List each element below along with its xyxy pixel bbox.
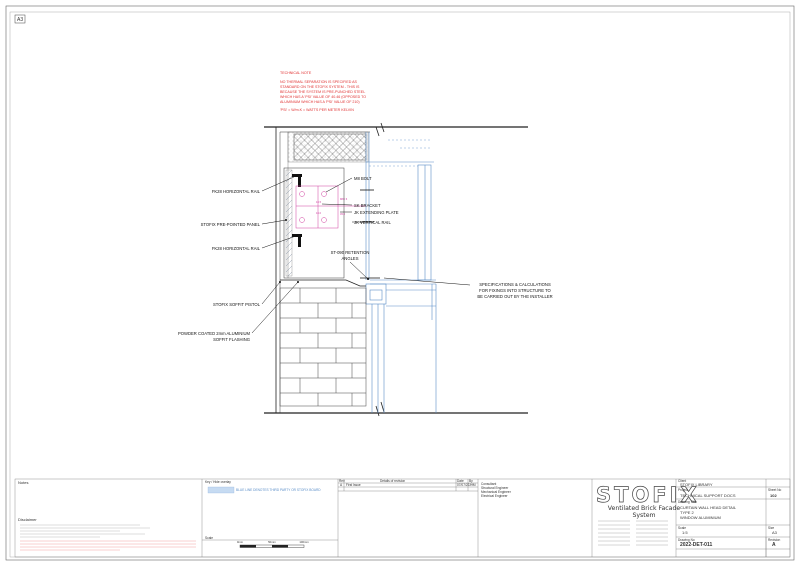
insulation <box>293 133 367 161</box>
sheet-no-label: Sheet No <box>768 488 782 492</box>
brand-tagline: Ventilated Brick Facade System <box>607 505 681 519</box>
scale-bar <box>239 544 305 548</box>
size-label: Size <box>768 526 775 530</box>
scale-value-label: Scale <box>678 526 686 530</box>
callout-rail-top: FK28 HORIZONTAL RAIL <box>212 189 261 194</box>
callout-retention: ANGLES <box>342 256 359 261</box>
revision-row-by: JHM <box>469 483 476 487</box>
revision-row-rev: A <box>340 483 343 487</box>
brickwork <box>279 287 367 407</box>
callout-spec-note: FOR FIXINGS INTO STRUCTURE TO <box>479 288 551 293</box>
technical-note-footer: 'PSI' = W/m.K = WATTS PER METER KELVIN <box>280 108 354 112</box>
client-value: STOFIX LIBRARY <box>680 482 713 487</box>
stofix-logo: STOFIX <box>596 483 700 508</box>
sheet-border <box>5 5 795 561</box>
revision-col-details: Details of revision <box>380 479 406 483</box>
drawing-title-line: TYPE 2 <box>680 510 694 515</box>
svg-text:M8 / 6: M8 / 6 <box>340 197 348 201</box>
technical-note-line: BECAUSE THE SYSTEM IS PRE-PUNCHED STEEL <box>280 90 365 94</box>
scale-bar-label: 50mm <box>268 540 276 544</box>
drawing-frame <box>9 11 791 558</box>
callout-jk-plate: JK EXTENDING PLATE <box>354 210 399 215</box>
scale-bar-label: 100mm <box>299 540 309 544</box>
key-swatch <box>207 486 235 494</box>
sheet-no-value: 102 <box>770 493 777 498</box>
leader-arrows <box>279 175 369 283</box>
revision-col-date: Date <box>457 479 464 483</box>
corner-label: A3 <box>17 17 23 23</box>
revision-row-date: 07/07/22 <box>457 483 470 487</box>
project-value: TECHNICAL SUPPORT DOCS <box>680 493 736 498</box>
notes-lines <box>20 524 150 538</box>
drawing-no-label: Drawing No <box>678 538 695 542</box>
size-value: A3 <box>772 530 777 535</box>
callout-soffit-pistol: STOFIX SOFFIT PISTOL <box>213 302 261 307</box>
scale-bar-labels: 0mm 50mm 100mm <box>237 540 309 544</box>
svg-text:16.5: 16.5 <box>316 200 322 204</box>
callouts: FK28 HORIZONTAL RAIL STOFIX PRE-POINTED … <box>178 176 553 342</box>
bracket-dims: M8 / 6 16.5 45.0 16.0 <box>316 197 348 216</box>
notes-label: Notes <box>18 480 29 485</box>
callout-rail-bottom: FK28 HORIZONTAL RAIL <box>212 246 261 251</box>
title-block-grid <box>14 478 791 558</box>
stofix-panel <box>283 167 345 279</box>
scale-value: 1:5 <box>682 530 688 535</box>
panel-edge <box>285 169 293 277</box>
drawing-no-value: 2022-DET-011 <box>680 542 713 548</box>
wall-faces <box>264 127 528 417</box>
technical-note-line: NO THERMAL SEPARATION IS SPECIFIED AS <box>280 80 358 84</box>
revision-label: Revision <box>768 538 781 542</box>
technical-note-line: ALUMINIUM WHICH HAS A 'PSI' VALUE OF 210… <box>280 100 360 104</box>
callout-panel: STOFIX PRE-POINTED PANEL <box>201 222 261 227</box>
sk-bracket <box>295 185 366 229</box>
scale-label: Scale <box>205 536 213 540</box>
curtain-wall-frame <box>365 132 437 413</box>
revision-row-details: First Issue <box>346 483 361 487</box>
address-lines <box>598 520 668 546</box>
role-mechanical: Mechanical Engineer <box>481 490 511 494</box>
drawing-title-line: WINDOW ALUMINIUM <box>680 515 721 520</box>
project-label: Project <box>678 488 688 492</box>
svg-text:16.0: 16.0 <box>316 211 322 215</box>
callout-soffit-flashing: SOFFIT FLASHING <box>213 337 250 342</box>
callout-soffit-flashing: POWDER COATED 2mm ALUMINIUM <box>178 331 251 336</box>
disclaimer-lines <box>20 540 196 551</box>
revision-col-by: By <box>469 479 473 483</box>
technical-note: TECHNICAL NOTE NO THERMAL SEPARATION IS … <box>280 71 366 112</box>
revision-value: A <box>772 542 776 548</box>
technical-note-line: STANDARD ON THE STOFIX SYSTEM - THIS IS <box>280 85 360 89</box>
blue-dashed <box>369 139 430 167</box>
svg-text:45.0: 45.0 <box>340 212 346 216</box>
callout-retention: ST-090 RETENTION <box>331 250 370 255</box>
callout-sk-bracket: SK BRACKET <box>354 203 381 208</box>
drawing-title-line: CURTAIN WALL HEAD DETAIL <box>680 505 737 510</box>
scale-bar-label: 0mm <box>237 540 244 544</box>
disclaimer-label: Disclaimer <box>18 517 37 522</box>
callout-spec-note: BE CARRIED OUT BY THE INSTALLER <box>477 294 552 299</box>
technical-note-line: WHICH HAS A 'PSI' VALUE OF 40.46 (OPPOSE… <box>280 95 366 99</box>
role-consultant: Consultant <box>481 482 497 486</box>
brand-block: STOFIX Ventilated Brick Facade System <box>596 483 700 519</box>
fk28-rails <box>292 174 302 247</box>
corner-box <box>14 14 26 24</box>
drawing-title-label: Drawing Title <box>678 500 697 504</box>
key-label: Key / Hide overlay <box>205 480 231 484</box>
leader-lines <box>251 175 471 334</box>
callout-spec-note: SPECIFICATIONS & CALCULATIONS <box>479 282 551 287</box>
client-label: Client <box>678 479 687 483</box>
role-structural: Structural Engineer <box>481 486 509 490</box>
revision-col-rev: Rev <box>339 479 345 483</box>
soffit-flashing <box>280 279 366 287</box>
callout-vertical-rail: JK VERTICAL RAIL <box>354 220 391 225</box>
technical-note-heading: TECHNICAL NOTE <box>280 71 312 75</box>
key-item: BLUE LINE DENOTES THIRD PARTY OR STOFIX … <box>236 488 321 492</box>
role-electrical: Electrical Engineer <box>481 494 508 498</box>
callout-m8-bolt: M8 BOLT <box>354 176 372 181</box>
